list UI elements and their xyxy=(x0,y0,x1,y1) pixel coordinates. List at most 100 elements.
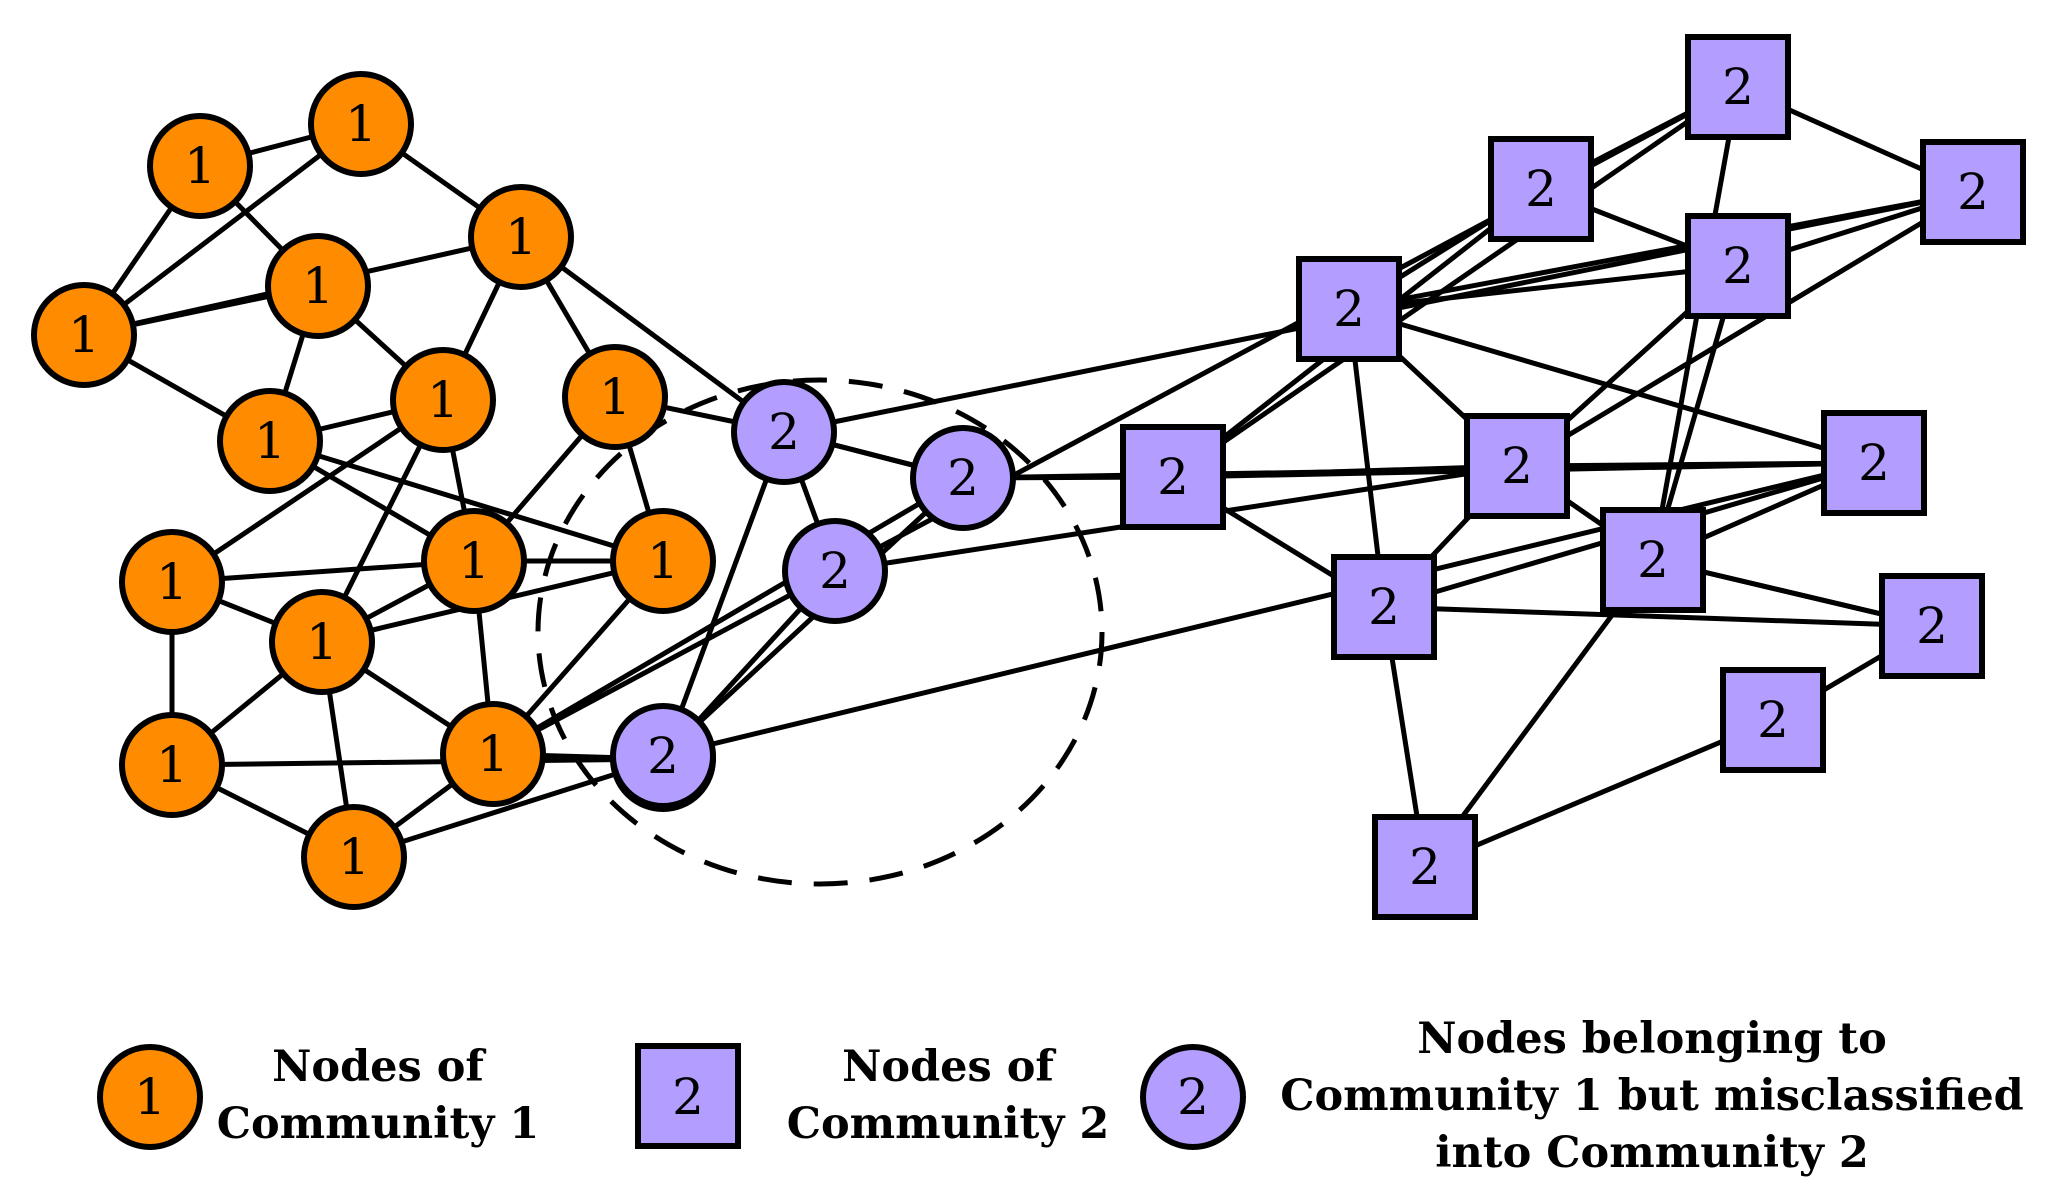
node-a6: 1 xyxy=(217,388,323,494)
node-a15: 1 xyxy=(301,804,407,910)
node-label: 2 xyxy=(1858,434,1890,492)
node-label: 2 xyxy=(947,449,979,507)
legend-misclassified-line3: into Community 2 xyxy=(1435,1128,1869,1178)
community1-circle xyxy=(269,589,375,695)
community1-circle xyxy=(301,804,407,910)
community2-square xyxy=(1331,554,1437,660)
legend-community2-line2: Community 2 xyxy=(787,1099,1110,1149)
legend-misclassified-symbol xyxy=(1140,1044,1246,1150)
node-label: 1 xyxy=(427,371,459,429)
node-label: 2 xyxy=(1757,691,1789,749)
node-m1: 2 xyxy=(731,379,837,485)
community2-square xyxy=(1720,667,1826,773)
edge-a5-m1 xyxy=(519,234,786,435)
node-s3: 2 xyxy=(1920,139,2026,245)
community2-square xyxy=(1296,256,1402,362)
community2-square xyxy=(1600,507,1706,613)
node-label: 2 xyxy=(1637,531,1669,589)
node-s6: 2 xyxy=(1464,413,1570,519)
node-label: 1 xyxy=(647,532,679,590)
misclassified-circle xyxy=(731,379,837,485)
node-label: 1 xyxy=(306,613,338,671)
edge-a16-m1 xyxy=(660,431,787,760)
community1-circle xyxy=(31,282,137,388)
legend-community2-symbol xyxy=(635,1043,741,1149)
community1-circle xyxy=(217,388,323,494)
node-a7: 1 xyxy=(390,347,496,453)
community2-square xyxy=(1685,34,1791,140)
edge-s10-s12 xyxy=(1383,604,1933,629)
edge-a6-a10 xyxy=(269,438,664,564)
edge-s3-s5 xyxy=(1348,189,1974,312)
legend-community2: 2 Nodes of Community 2 xyxy=(635,1042,1110,1149)
legend: 1 Nodes of Community 1 2 Nodes of Commun… xyxy=(97,1014,2024,1178)
community1-circle xyxy=(421,508,527,614)
node-s5: 2 xyxy=(1296,256,1402,362)
community1-circle xyxy=(562,344,668,450)
community1-circle xyxy=(390,347,496,453)
node-a8: 1 xyxy=(562,344,668,450)
edge-s5-s8 xyxy=(1348,306,1875,466)
edge-s3-s6 xyxy=(1515,189,1975,469)
node-label: 2 xyxy=(1916,597,1948,655)
legend-community1-line1: Nodes of xyxy=(272,1042,486,1092)
misclassified-circle xyxy=(782,518,888,624)
node-a12: 1 xyxy=(269,589,375,695)
node-s1: 2 xyxy=(1685,34,1791,140)
node-label: 2 xyxy=(768,403,800,461)
node-s12: 2 xyxy=(1879,573,1985,679)
node-label: 1 xyxy=(599,368,631,426)
node-a9: 1 xyxy=(421,508,527,614)
node-s8: 2 xyxy=(1821,410,1927,516)
legend-community2-line1: Nodes of xyxy=(842,1042,1056,1092)
edge-s1-s7 xyxy=(1171,84,1740,480)
node-label: 1 xyxy=(505,208,537,266)
node-label: 1 xyxy=(477,725,509,783)
community1-circle xyxy=(147,113,253,219)
node-label: 2 xyxy=(1525,160,1557,218)
node-a2: 1 xyxy=(308,71,414,177)
node-label: 2 xyxy=(1501,437,1533,495)
node-label: 2 xyxy=(1722,237,1754,295)
community1-circle xyxy=(610,508,716,614)
legend-community2-symbol-label: 2 xyxy=(672,1068,704,1126)
community1-circle xyxy=(468,184,574,290)
community1-circle xyxy=(440,701,546,807)
node-label: 2 xyxy=(819,542,851,600)
legend-misclassified-symbol-label: 2 xyxy=(1177,1068,1209,1126)
edge-s1-s9 xyxy=(1650,86,1741,561)
edge-a13-a16 xyxy=(171,756,664,768)
edges-layer xyxy=(81,84,1975,870)
edge-s13-s14 xyxy=(1424,717,1774,870)
community2-square xyxy=(1120,424,1226,530)
node-s7: 2 xyxy=(1120,424,1226,530)
node-s2: 2 xyxy=(1488,136,1594,242)
community2-square xyxy=(1488,136,1594,242)
node-label: 1 xyxy=(338,828,370,886)
node-m3: 2 xyxy=(910,425,1016,531)
node-label: 1 xyxy=(254,412,286,470)
nodes-layer: 1111111111111111222222222222222222 xyxy=(31,34,2026,920)
edge-a14-m3 xyxy=(491,475,965,757)
node-label: 2 xyxy=(1368,578,1400,636)
node-a11: 1 xyxy=(119,529,225,635)
node-s13: 2 xyxy=(1372,814,1478,920)
community1-circle xyxy=(119,529,225,635)
node-label: 1 xyxy=(156,553,188,611)
node-label: 2 xyxy=(1957,163,1989,221)
community1-circle xyxy=(308,71,414,177)
community2-square xyxy=(1879,573,1985,679)
misclassified-circle xyxy=(610,703,716,809)
community2-square xyxy=(1685,213,1791,319)
community2-square xyxy=(1372,814,1478,920)
node-label: 2 xyxy=(1333,280,1365,338)
node-label: 1 xyxy=(302,257,334,315)
node-s10: 2 xyxy=(1331,554,1437,660)
node-label: 2 xyxy=(647,727,679,785)
legend-community1: 1 Nodes of Community 1 xyxy=(97,1042,539,1150)
node-m4: 2 xyxy=(610,703,716,809)
node-s14: 2 xyxy=(1720,667,1826,773)
node-a14: 1 xyxy=(440,701,546,807)
edge-a2-a3 xyxy=(82,122,363,337)
